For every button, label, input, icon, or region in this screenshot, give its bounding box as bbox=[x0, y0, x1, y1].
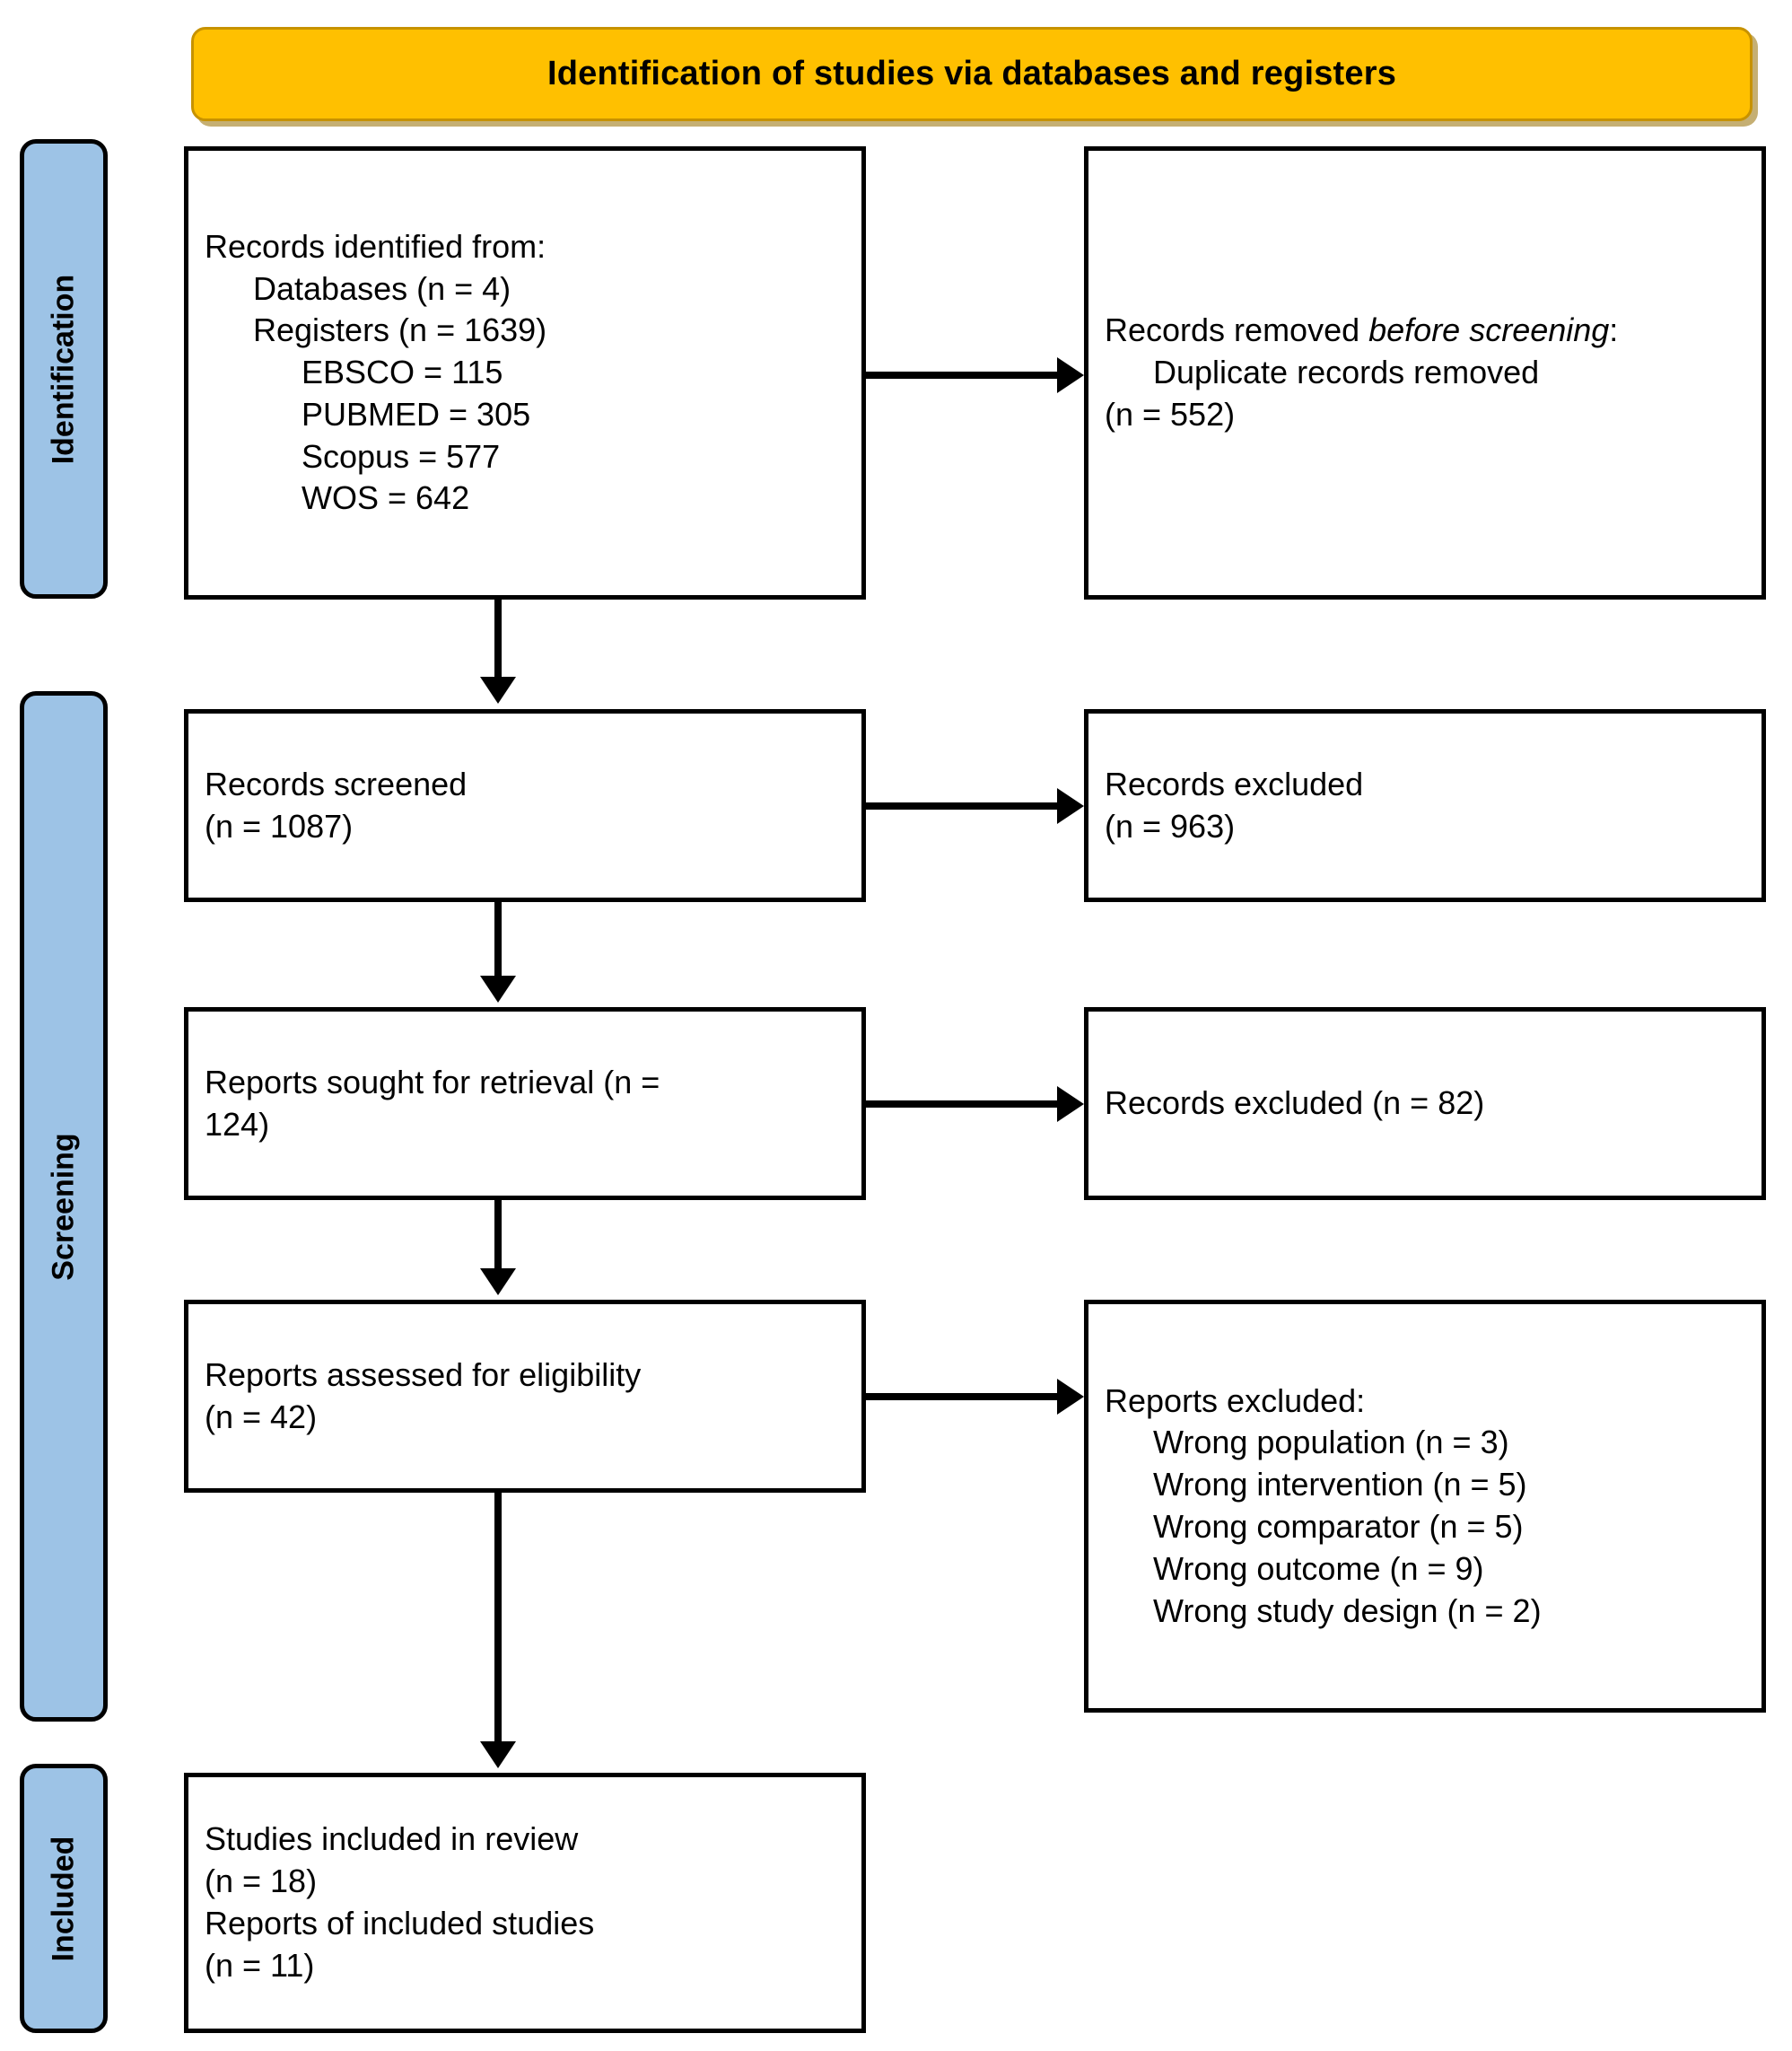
box-line: Duplicate records removed bbox=[1153, 354, 1540, 391]
box-line: Studies included in review bbox=[205, 1820, 579, 1858]
reports-assessed-box: Reports assessed for eligibility (n = 42… bbox=[184, 1300, 866, 1493]
phase-label-identification-text: Identification bbox=[46, 274, 81, 464]
box-line: Wrong intervention (n = 5) bbox=[1153, 1466, 1527, 1503]
diagram-title-banner: Identification of studies via databases … bbox=[191, 27, 1753, 121]
box-line: Registers (n = 1639) bbox=[253, 311, 547, 349]
box-line: Reports sought for retrieval (n = bbox=[205, 1063, 660, 1100]
arrowhead-sought-to-assessed bbox=[480, 1268, 516, 1295]
arrowhead-assessed-to-reports-excluded bbox=[1057, 1379, 1084, 1415]
box-line: (n = 11) bbox=[205, 1946, 315, 1984]
connector-assessed-to-reports-excluded bbox=[866, 1393, 1057, 1400]
box-line: Wrong population (n = 3) bbox=[1153, 1424, 1509, 1461]
box-line: Records excluded (n = 82) bbox=[1105, 1084, 1485, 1122]
box-line: Records identified from: bbox=[205, 227, 546, 265]
box-line: Wrong outcome (n = 9) bbox=[1153, 1549, 1484, 1587]
connector-screened-to-excluded bbox=[866, 802, 1057, 810]
box-line: EBSCO = 115 bbox=[302, 354, 503, 391]
connector-identified-to-removed bbox=[866, 372, 1057, 379]
box-line: Reports excluded: bbox=[1105, 1381, 1366, 1419]
connector-sought-to-excluded bbox=[866, 1100, 1057, 1108]
arrowhead-assessed-to-included bbox=[480, 1741, 516, 1768]
box-line: Scopus = 577 bbox=[302, 437, 501, 475]
box-line-emphasis: before screening bbox=[1368, 311, 1610, 349]
box-line: (n = 552) bbox=[1105, 395, 1236, 433]
box-line: 124) bbox=[205, 1105, 270, 1143]
connector-assessed-to-included bbox=[494, 1493, 502, 1741]
diagram-title: Identification of studies via databases … bbox=[546, 55, 1397, 92]
phase-label-identification: Identification bbox=[20, 139, 108, 599]
phase-label-screening: Screening bbox=[20, 691, 108, 1722]
box-line: Records screened bbox=[205, 765, 468, 802]
box-line: WOS = 642 bbox=[302, 479, 470, 517]
box-line: PUBMED = 305 bbox=[302, 395, 531, 433]
box-line: Wrong study design (n = 2) bbox=[1153, 1591, 1542, 1629]
records-removed-box: Records removed before screening: Duplic… bbox=[1084, 146, 1766, 600]
phase-label-screening-text: Screening bbox=[46, 1132, 81, 1281]
box-line: (n = 18) bbox=[205, 1863, 318, 1900]
box-line: (n = 42) bbox=[205, 1398, 318, 1435]
studies-included-box: Studies included in review (n = 18) Repo… bbox=[184, 1773, 866, 2033]
box-line: Databases (n = 4) bbox=[253, 269, 511, 307]
reports-sought-box: Reports sought for retrieval (n = 124) bbox=[184, 1007, 866, 1200]
reports-excluded-box: Reports excluded: Wrong population (n = … bbox=[1084, 1300, 1766, 1713]
connector-sought-to-assessed bbox=[494, 1200, 502, 1268]
records-excluded-box: Records excluded (n = 963) bbox=[1084, 709, 1766, 902]
box-line: Reports assessed for eligibility bbox=[205, 1355, 642, 1393]
box-line: Reports of included studies bbox=[205, 1905, 595, 1941]
arrowhead-identified-to-removed bbox=[1057, 357, 1084, 393]
phase-label-included-text: Included bbox=[46, 1836, 81, 1961]
box-line: Records excluded bbox=[1105, 765, 1364, 802]
records-screened-box: Records screened (n = 1087) bbox=[184, 709, 866, 902]
arrowhead-sought-to-excluded bbox=[1057, 1086, 1084, 1122]
box-line: Records removed before screening: bbox=[1105, 310, 1745, 352]
box-line: (n = 1087) bbox=[205, 807, 354, 845]
arrowhead-identified-to-screened bbox=[480, 677, 516, 704]
box-line: (n = 963) bbox=[1105, 807, 1236, 845]
box-line-suffix: : bbox=[1609, 311, 1619, 349]
box-line-text: Records removed bbox=[1105, 311, 1369, 349]
phase-label-included: Included bbox=[20, 1764, 108, 2033]
arrowhead-screened-to-sought bbox=[480, 976, 516, 1003]
connector-screened-to-sought bbox=[494, 902, 502, 976]
arrowhead-screened-to-excluded bbox=[1057, 788, 1084, 824]
connector-identified-to-screened bbox=[494, 600, 502, 677]
records-excluded-retrieval-box: Records excluded (n = 82) bbox=[1084, 1007, 1766, 1200]
records-identified-box: Records identified from: Databases (n = … bbox=[184, 146, 866, 600]
box-line: Wrong comparator (n = 5) bbox=[1153, 1508, 1524, 1545]
